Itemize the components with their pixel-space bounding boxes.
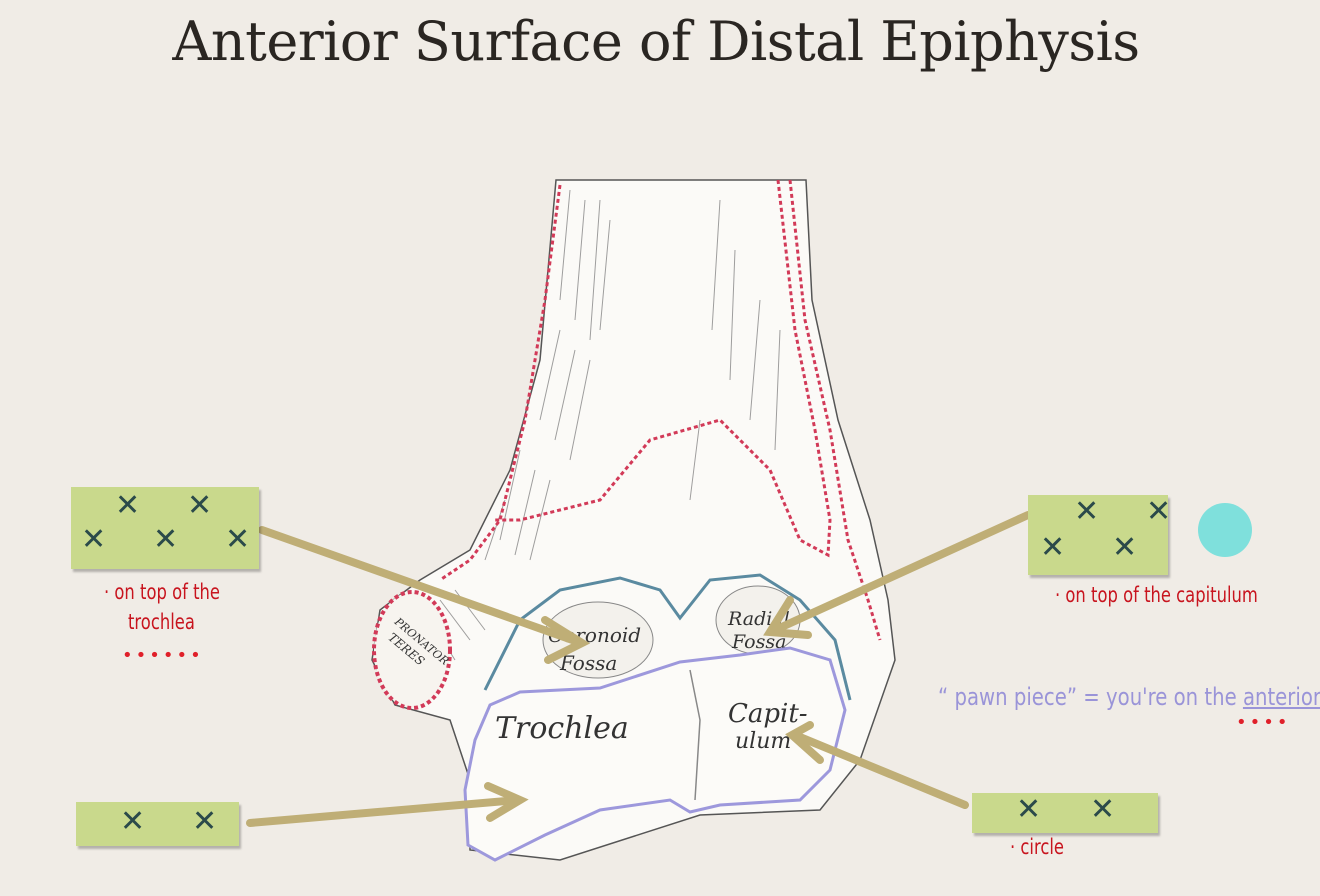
arrow-to-radial-fossa <box>771 511 1032 634</box>
trochlea-card: ✕ ✕ <box>76 802 239 846</box>
trochlea-capitulum-divider <box>689 669 701 801</box>
x-mark: ✕ <box>192 804 218 839</box>
anterior-word: anterior <box>1242 683 1320 711</box>
red-outline-medial <box>439 184 562 582</box>
coronoid-note-line1: · on top of the <box>104 580 220 604</box>
x-mark: ✕ <box>115 488 141 523</box>
capitulum-card: ✕ ✕ <box>972 793 1158 833</box>
x-mark: ✕ <box>1016 792 1042 827</box>
coronoid-fossa-label: Fossa <box>559 651 617 675</box>
x-mark: ✕ <box>153 522 179 557</box>
coronoid-fossa <box>542 601 654 679</box>
x-mark: ✕ <box>225 522 251 557</box>
x-mark: ✕ <box>81 522 107 557</box>
red-outline-inner <box>495 179 832 558</box>
trochlea-label: Trochlea <box>495 711 629 746</box>
x-mark: ✕ <box>1040 530 1066 565</box>
pawn-piece-hint: “ pawn piece” = you're on the anterior s… <box>938 683 1320 711</box>
coronoid-note-line2: trochlea <box>128 610 195 634</box>
pointer-arrows <box>246 511 1032 827</box>
slide-title: Anterior Surface of Distal Epiphysis <box>172 10 1140 73</box>
red-outline-lateral <box>788 179 882 641</box>
arrow-to-coronoid-fossa <box>258 526 582 646</box>
radial-fossa-label: Fossa <box>731 631 786 653</box>
arrowhead-trochlea <box>484 782 529 822</box>
teal-dot <box>1198 503 1252 557</box>
arrowhead-coronoid <box>541 616 591 664</box>
x-mark: ✕ <box>187 488 213 523</box>
arrowhead-capitulum <box>785 721 824 764</box>
arrowhead-radial <box>763 596 812 639</box>
articular-surface-purple-outline <box>463 646 847 862</box>
capitulum-note: · circle <box>1010 835 1064 859</box>
x-mark: ✕ <box>1112 530 1138 565</box>
coronoid-fossa-card: ✕ ✕ ✕ ✕ ✕ <box>71 487 259 569</box>
x-mark: ✕ <box>120 804 146 839</box>
radial-fossa-card: ✕ ✕ ✕ ✕ <box>1028 494 1172 575</box>
capitulum-label-2: ulum <box>735 729 791 754</box>
pawn-hint-dots: •••• <box>1236 712 1291 733</box>
arrow-to-capitulum <box>791 731 969 809</box>
x-mark: ✕ <box>1146 494 1172 529</box>
coronoid-note-dots: •••••• <box>122 645 204 666</box>
arrow-to-trochlea <box>246 796 522 827</box>
capitulum-label-1: Capit- <box>728 699 808 729</box>
x-mark: ✕ <box>1090 792 1116 827</box>
pronator-teres-patch <box>372 590 452 710</box>
radial-note: · on top of the capitulum <box>1055 583 1258 607</box>
x-mark: ✕ <box>1074 494 1100 529</box>
